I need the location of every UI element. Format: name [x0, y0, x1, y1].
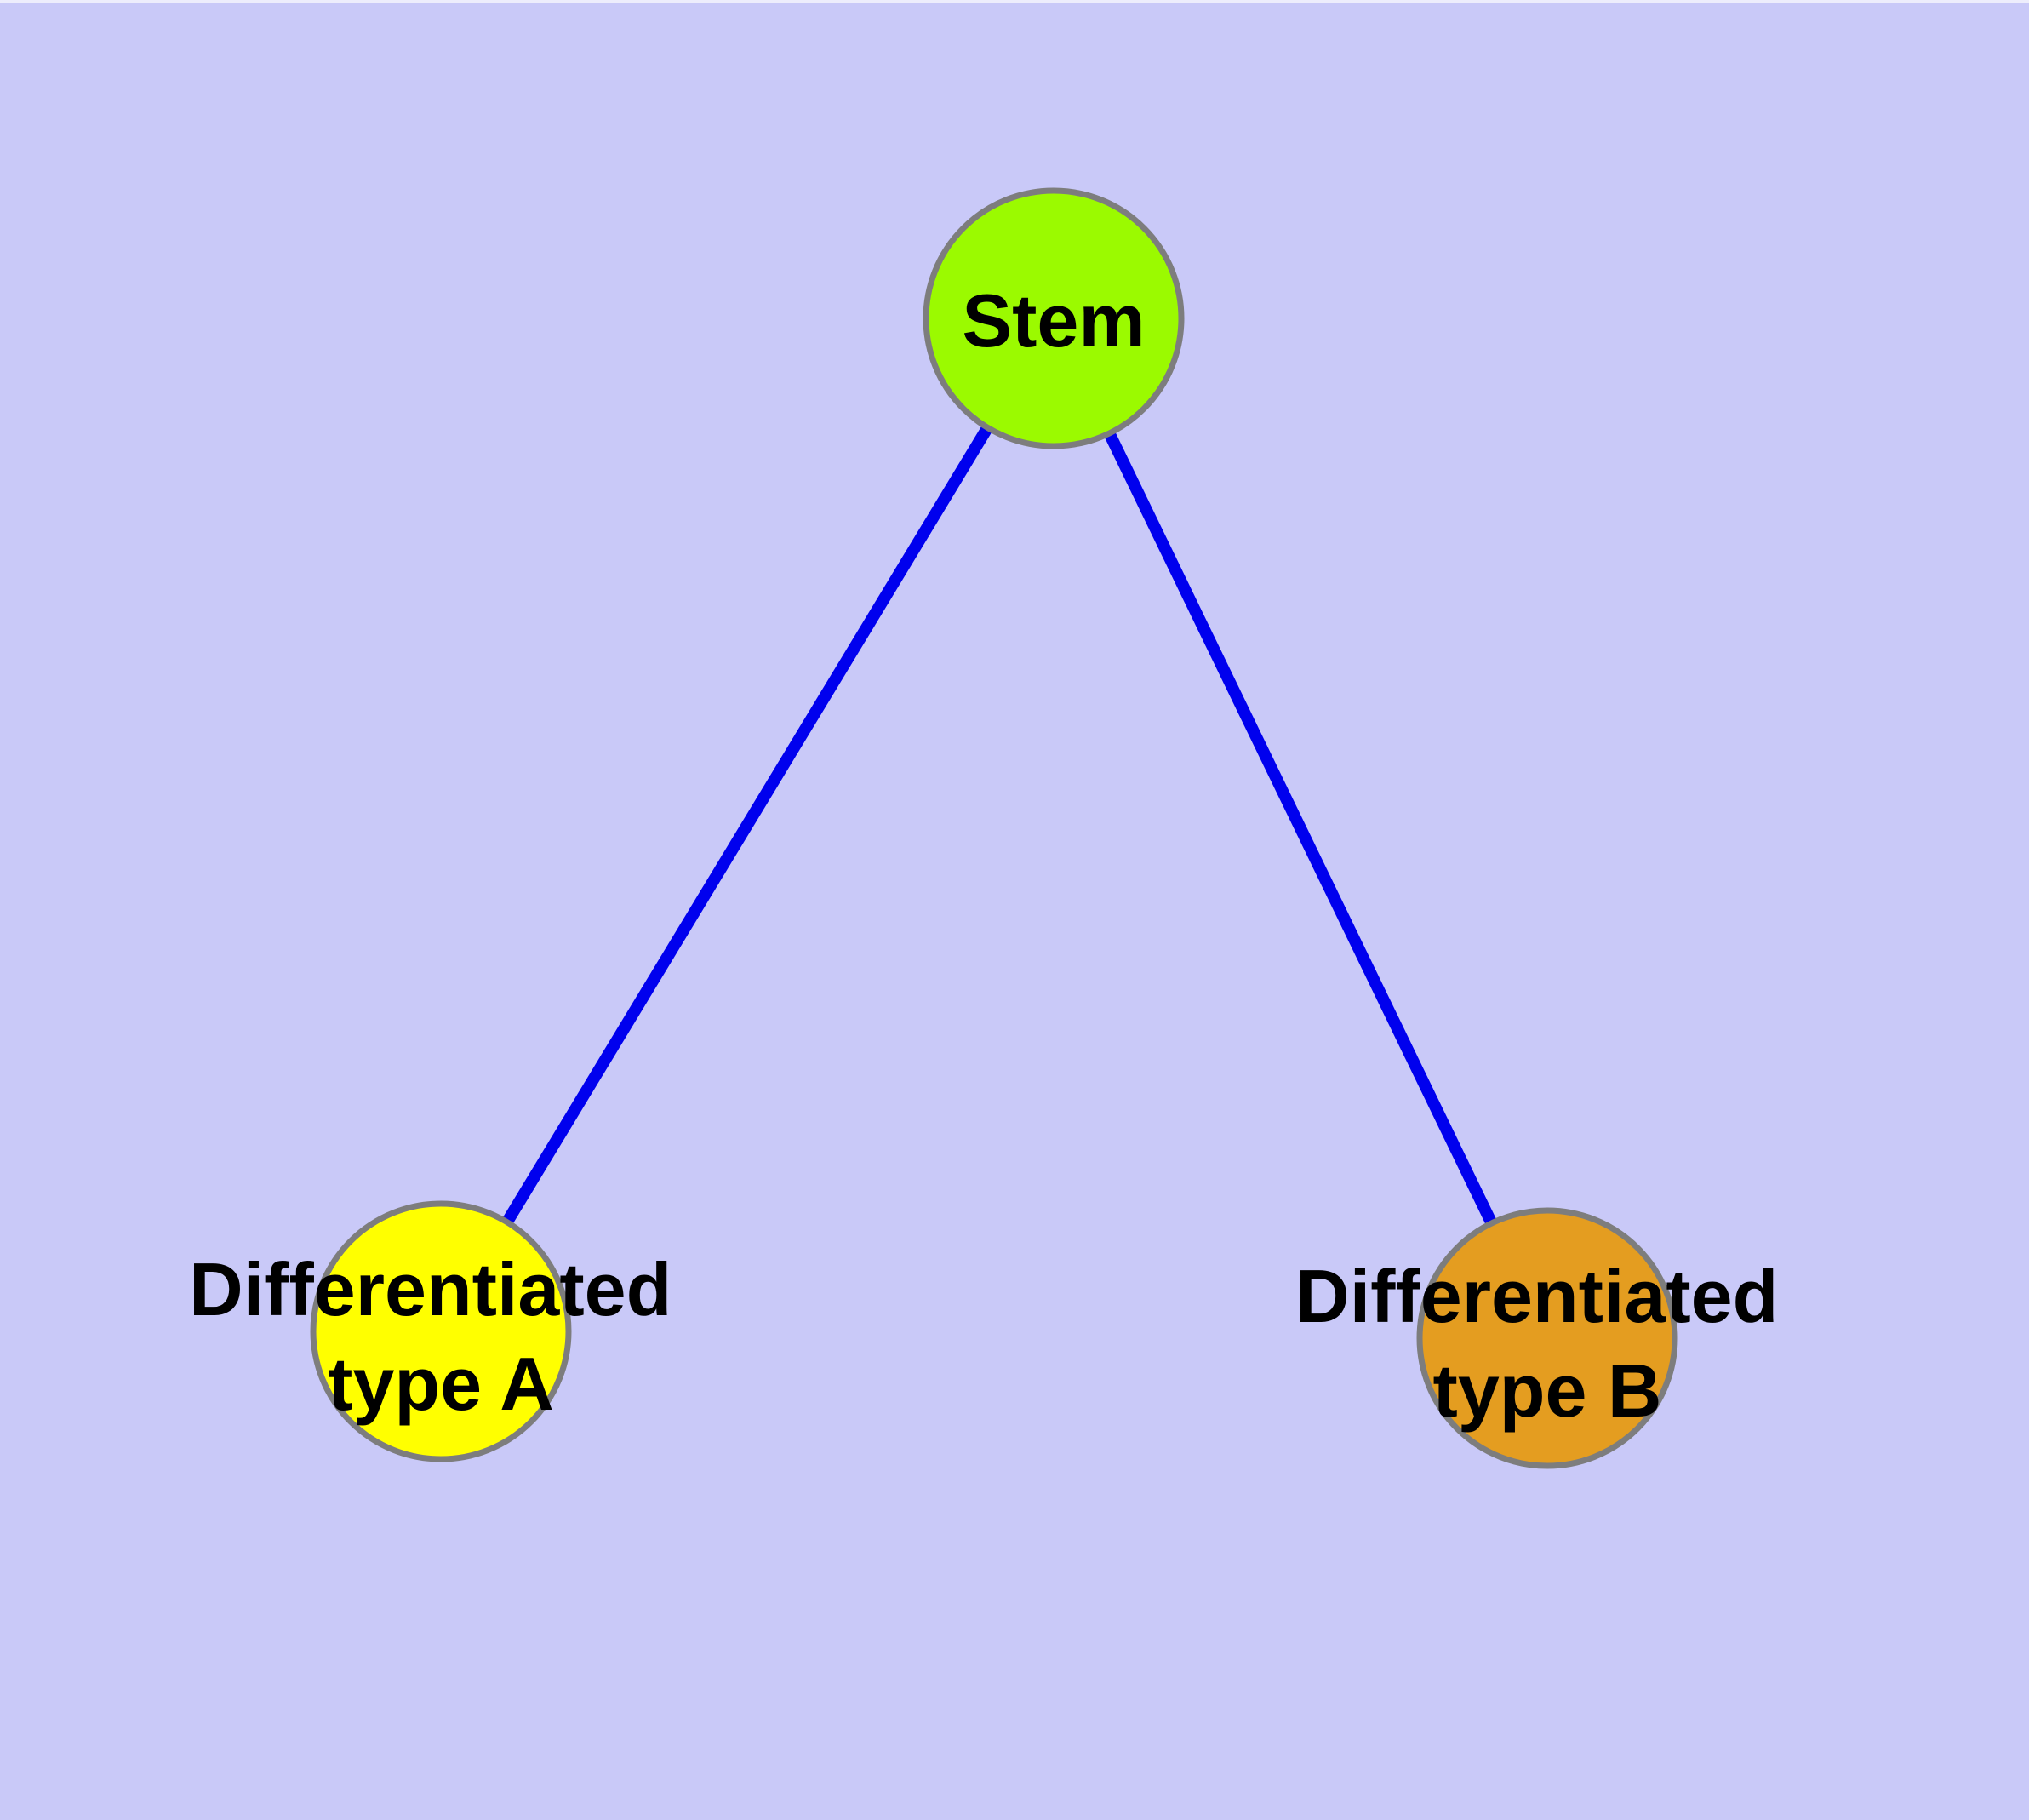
- edge-stem-to-type-b: [1048, 315, 1553, 1342]
- node-differentiated-type-a-label-line2: type A: [328, 1342, 554, 1426]
- node-differentiated-type-b-circle: [1416, 1207, 1678, 1469]
- node-stem-circle: [923, 187, 1185, 449]
- node-differentiated-type-a-circle: [310, 1200, 572, 1462]
- node-differentiated-type-b: Differentiated type B: [1295, 1207, 1799, 1469]
- node-differentiated-type-a: Differentiated type A: [189, 1200, 693, 1462]
- window-top-edge: [0, 0, 2029, 3]
- node-stem-label: Stem: [962, 278, 1145, 363]
- node-differentiated-type-b-label-line2: type B: [1433, 1348, 1662, 1433]
- node-differentiated-type-b-label: Differentiated type B: [1295, 1254, 1799, 1433]
- node-stem: Stem: [923, 187, 1185, 449]
- node-differentiated-type-b-label-line1: Differentiated: [1295, 1254, 1778, 1338]
- node-differentiated-type-a-label: Differentiated type A: [189, 1247, 693, 1426]
- edge-stem-to-type-a: [436, 315, 1059, 1335]
- node-differentiated-type-a-label-line1: Differentiated: [189, 1247, 672, 1331]
